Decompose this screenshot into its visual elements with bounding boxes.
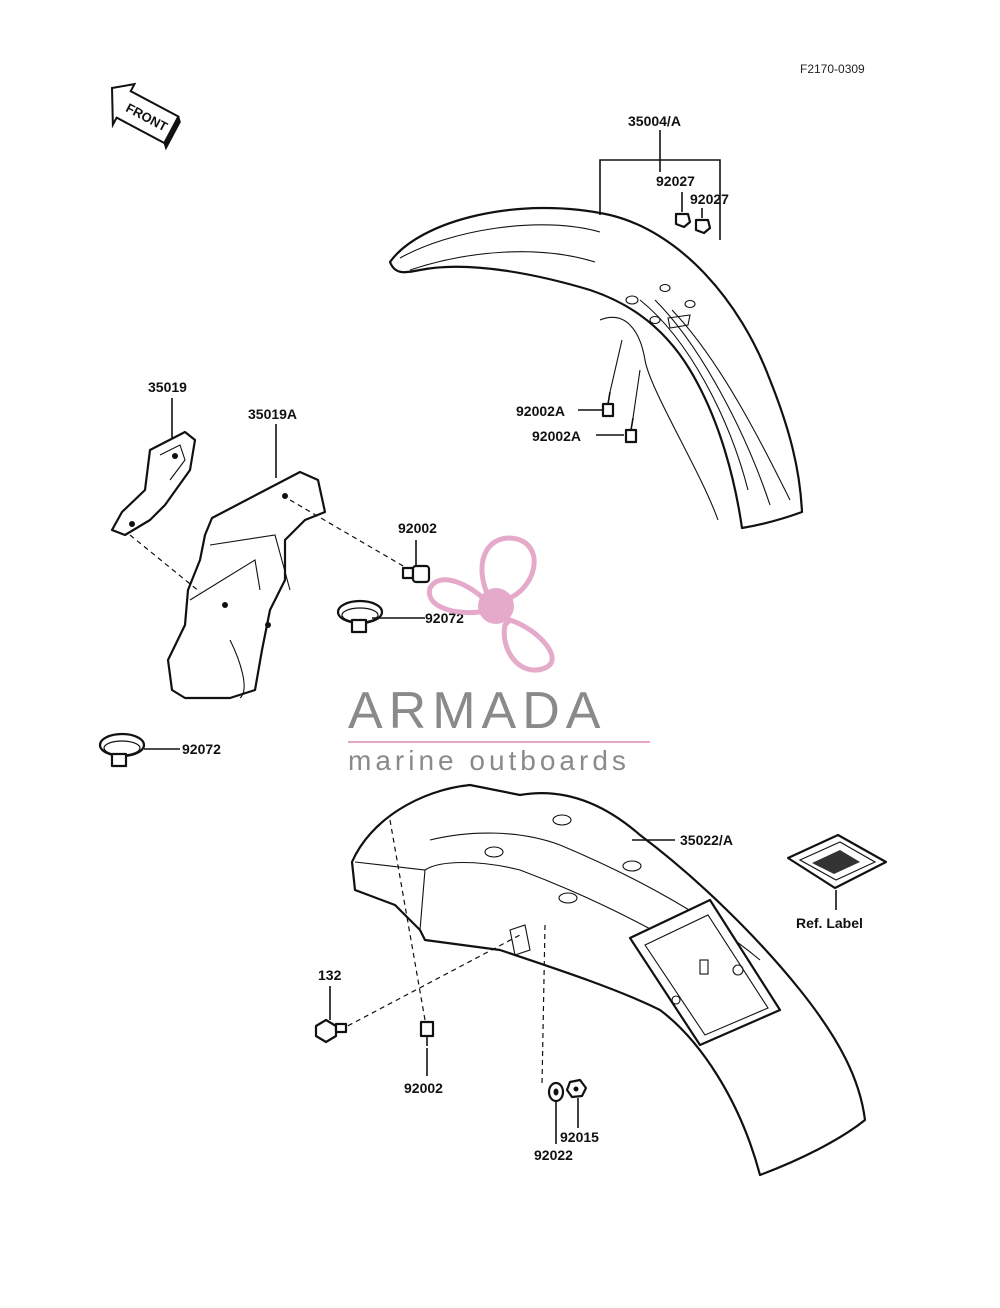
bolt-icon <box>601 391 615 418</box>
label-guard-small: 35019 <box>148 379 187 395</box>
washer-icon <box>547 1081 565 1103</box>
ref-label-icon <box>786 833 888 890</box>
label-bolt-front-2: 92002A <box>532 428 581 444</box>
clamp-icon <box>336 599 384 634</box>
diagram-code: F2170-0309 <box>800 62 865 76</box>
propeller-logo-icon <box>426 535 555 673</box>
nut-icon <box>694 218 712 235</box>
bolt-icon <box>401 564 431 584</box>
clamp-icon <box>98 732 146 768</box>
label-bolt-guard: 92002 <box>398 520 437 536</box>
label-clamp-2: 92072 <box>182 741 221 757</box>
label-bolt-132: 132 <box>318 967 342 983</box>
label-ref-label: Ref. Label <box>796 915 863 931</box>
bolt-icon <box>314 1018 348 1044</box>
label-front-fender: 35004/A <box>628 113 681 129</box>
watermark-tagline: marine outboards <box>348 745 630 776</box>
label-guard-large: 35019A <box>248 406 297 422</box>
nut-icon <box>565 1078 588 1099</box>
nut-icon <box>674 212 692 229</box>
guard-large <box>166 470 327 700</box>
bolt-icon <box>624 417 638 444</box>
label-nut-b: 92027 <box>690 191 729 207</box>
label-nut-a: 92027 <box>656 173 695 189</box>
label-washer-rear: 92022 <box>534 1147 573 1163</box>
label-nut-rear: 92015 <box>560 1129 599 1145</box>
front-arrow-icon: FRONT <box>110 82 181 151</box>
rear-fender <box>350 783 867 1177</box>
label-rear-fender: 35022/A <box>680 832 733 848</box>
label-bolt-front-1: 92002A <box>516 403 565 419</box>
front-fender <box>388 206 804 530</box>
watermark-brand: ARMADA <box>348 682 606 740</box>
label-clamp-1: 92072 <box>425 610 464 626</box>
watermark: ARMADA marine outboards <box>348 535 650 776</box>
guard-small <box>110 430 197 537</box>
label-bolt-rear: 92002 <box>404 1080 443 1096</box>
bolt-icon <box>419 1020 435 1046</box>
